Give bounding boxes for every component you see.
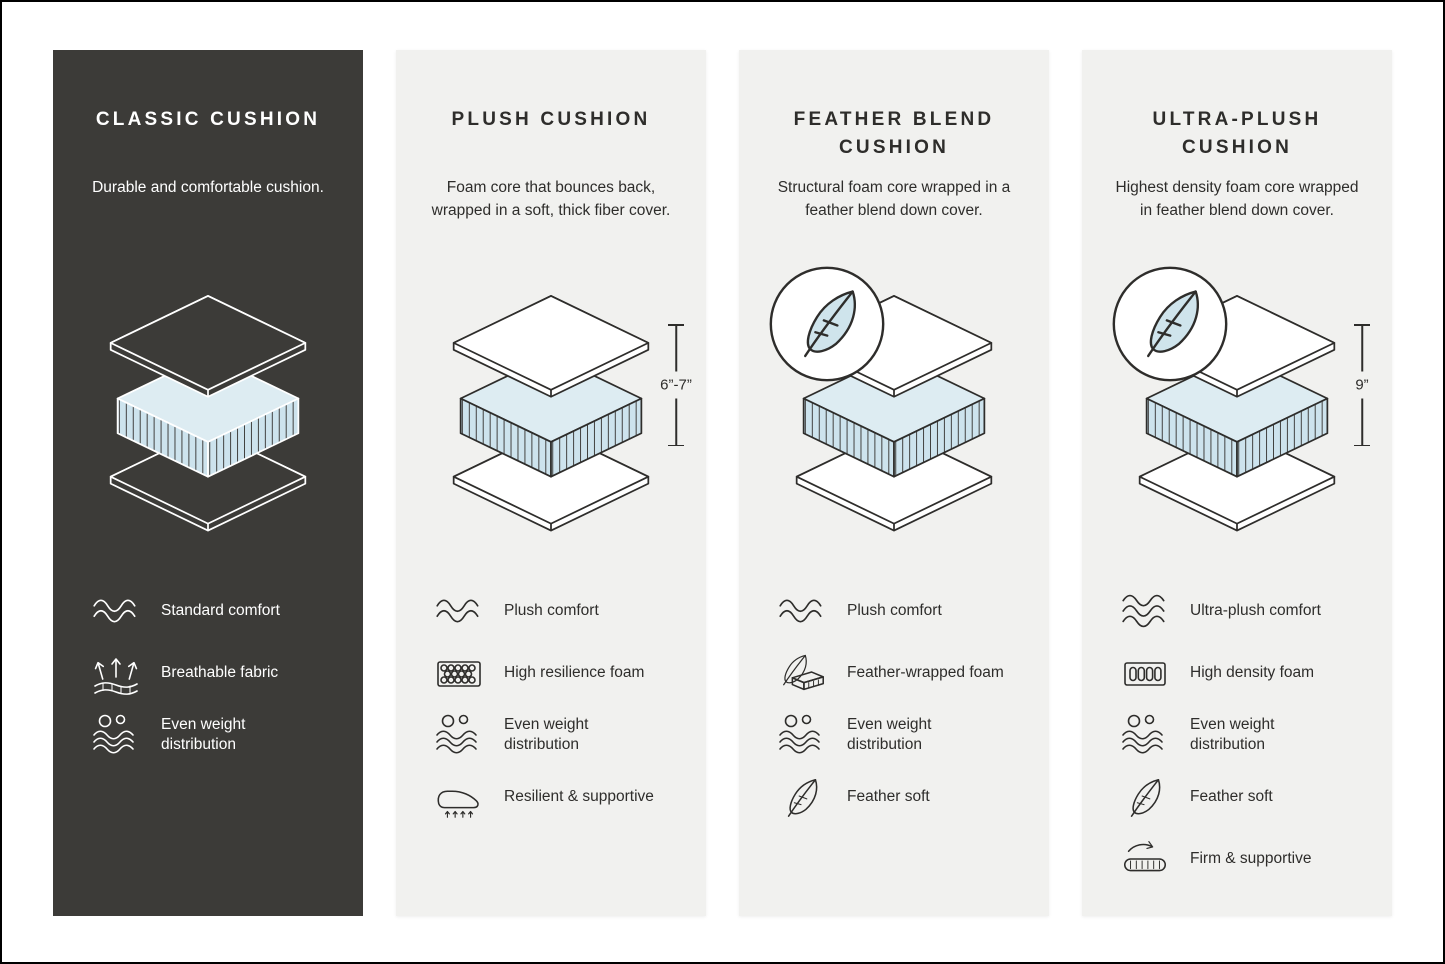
feature-item: Even weight distribution (775, 712, 1025, 758)
feature-item: High resilience foam (432, 650, 682, 696)
feature-label: Feather soft (1190, 787, 1273, 805)
feature-item: Even weight distribution (1118, 712, 1368, 758)
waves-icon (432, 588, 486, 634)
card-feather-blend-cushion: FEATHER BLEND CUSHION Structural foam co… (739, 50, 1049, 916)
card-title: FEATHER BLEND CUSHION (793, 109, 995, 158)
feature-item: Even weight distribution (89, 712, 339, 758)
card-description: Foam core that bounces back, wrapped in … (431, 179, 671, 220)
feature-label: High resilience foam (504, 663, 645, 681)
feather-icon (775, 774, 829, 820)
dimension-marker: 6”-7” (654, 324, 698, 446)
card-classic-cushion: CLASSIC CUSHION Durable and comfortable … (53, 50, 363, 916)
card-description: Highest density foam core wrapped in fea… (1115, 179, 1359, 220)
waves-icon (1118, 588, 1172, 634)
feature-label: Even weight distribution (1190, 715, 1275, 753)
card-description: Structural foam core wrapped in a feathe… (777, 179, 1011, 220)
feather-badge-icon (1108, 262, 1232, 386)
even-weight-icon (775, 712, 829, 758)
feature-label: Firm & supportive (1190, 849, 1312, 867)
feature-item: Feather soft (775, 774, 1025, 820)
feature-list: Ultra-plush comfort High density foam Ev… (1106, 588, 1368, 882)
feature-item: Firm & supportive (1118, 836, 1368, 882)
feature-label: Plush comfort (504, 601, 599, 619)
feature-item: Standard comfort (89, 588, 339, 634)
feature-list: Plush comfort Feather-wrapped foam Even … (763, 588, 1025, 820)
feature-item: Feather-wrapped foam (775, 650, 1025, 696)
firm-supportive-icon (1118, 836, 1172, 882)
waves-icon (89, 588, 143, 634)
feature-label: Feather soft (847, 787, 930, 805)
dimension-marker: 9” (1340, 324, 1384, 446)
card-title: CLASSIC CUSHION (95, 109, 321, 130)
feature-item: Ultra-plush comfort (1118, 588, 1368, 634)
cushion-illustration: 6”-7” (420, 262, 694, 568)
card-title: PLUSH CUSHION (451, 109, 651, 130)
feature-label: Even weight distribution (161, 715, 246, 753)
even-weight-icon (1118, 712, 1172, 758)
card-description: Durable and comfortable cushion. (92, 179, 324, 196)
feature-label: Standard comfort (161, 601, 280, 619)
layered-cushion-icon (438, 289, 664, 541)
feature-label: Even weight distribution (847, 715, 932, 753)
feature-item: Feather soft (1118, 774, 1368, 820)
dimension-label: 9” (1353, 371, 1371, 399)
feather-foam-icon (775, 650, 829, 696)
feature-label: Even weight distribution (504, 715, 589, 753)
resilience-foam-icon (432, 650, 486, 696)
feature-item: Plush comfort (775, 588, 1025, 634)
feature-label: High density foam (1190, 663, 1315, 681)
feature-label: Resilient & supportive (504, 787, 654, 805)
feather-badge-icon (765, 262, 889, 386)
feature-list: Standard comfort Breathable fabric Even … (77, 588, 339, 758)
dimension-label: 6”-7” (658, 371, 694, 399)
layered-cushion-icon (95, 289, 321, 541)
card-plush-cushion: PLUSH CUSHION Foam core that bounces bac… (396, 50, 706, 916)
cushion-illustration (763, 262, 1025, 568)
feature-label: Plush comfort (847, 601, 942, 619)
card-ultra-plush-cushion: ULTRA-PLUSH CUSHION Highest density foam… (1082, 50, 1392, 916)
cushion-illustration (77, 262, 339, 568)
waves-icon (775, 588, 829, 634)
feature-label: Ultra-plush comfort (1190, 601, 1321, 619)
feather-icon (1118, 774, 1172, 820)
density-foam-icon (1118, 650, 1172, 696)
feature-label: Feather-wrapped foam (847, 663, 1004, 681)
feature-item: Even weight distribution (432, 712, 682, 758)
feature-list: Plush comfort High resilience foam Even … (420, 588, 682, 820)
even-weight-icon (432, 712, 486, 758)
feature-item: Resilient & supportive (432, 774, 682, 820)
breathable-fabric-icon (89, 650, 143, 696)
cushion-illustration: 9” (1106, 262, 1371, 568)
resilient-supportive-icon (432, 774, 486, 820)
feature-item: Plush comfort (432, 588, 682, 634)
even-weight-icon (89, 712, 143, 758)
feature-item: High density foam (1118, 650, 1368, 696)
card-title: ULTRA-PLUSH CUSHION (1152, 109, 1322, 158)
feature-item: Breathable fabric (89, 650, 339, 696)
feature-label: Breathable fabric (161, 663, 279, 681)
